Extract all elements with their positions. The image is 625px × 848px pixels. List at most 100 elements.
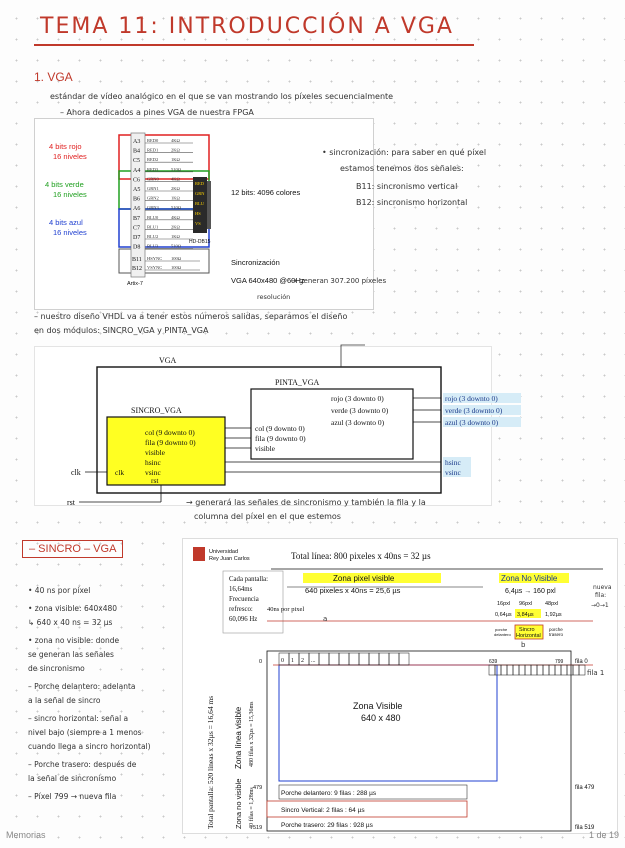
sincro-note-item: • zona visible: 640x480 (28, 604, 118, 613)
sync-group-box (118, 248, 210, 274)
red-group-box (118, 134, 210, 180)
sync-line: VGA 640x480 @60Hz (231, 276, 305, 285)
sincro-note-item: • zona no visible: donde (28, 636, 120, 645)
resistor-12: 510Ω (171, 244, 182, 249)
cada-pantalla-line-3: Frecuencia (229, 596, 259, 603)
sync-title: Sincronización (231, 258, 280, 267)
sincro-note-item: cuando llega a sincro horizontal) (28, 742, 151, 751)
cada-pantalla-line-5: 60,096 Hz (229, 616, 257, 623)
sincro-vga-label: SINCRO_VGA (131, 406, 182, 415)
sincro-output-3: visible (145, 448, 166, 457)
zona-pixel-calc: 640 pixeles x 40ns = 25,6 µs (305, 586, 401, 595)
resistor-8: 510Ω (171, 205, 182, 210)
pixel-cell (398, 652, 410, 666)
cada-pantalla-line-4: refresco: (229, 606, 253, 613)
zona-pixel-visible-label: Zona pixel visible (333, 574, 395, 583)
resistor-9: 4KΩ (171, 215, 180, 220)
resistor-5: 4KΩ (171, 176, 180, 181)
pin-B11: B11 (132, 257, 142, 263)
pixel-cell (388, 652, 400, 666)
zona-no-visible-v-calc: 40 filas = 1,28ms (248, 787, 255, 829)
vga-timing-diagram: Universidad Rey Juan Carlos Total línea:… (193, 547, 612, 832)
hand-b: b (521, 641, 526, 649)
chip-label: Artix-7 (127, 281, 143, 287)
sincro-note-item: se generan las señales (28, 650, 114, 659)
footer-doc-name: Memorias (6, 830, 46, 840)
pixel-cell (328, 652, 340, 666)
nonvisible-cell (536, 664, 544, 676)
university-logo-icon (193, 547, 205, 561)
sync-note-line-3: B11: sincronismo vertical (356, 182, 458, 191)
nonvisible-cell (548, 664, 556, 676)
pin-A4: A4 (133, 168, 140, 174)
hand-nueva-fila-2: fila: (595, 592, 606, 599)
zona-linea-calc: 480 filas x 32µs = 15,36ms (248, 701, 255, 767)
output-highlight (443, 417, 521, 427)
porche-del-h-1: porche (495, 627, 508, 632)
sync-note-line-4: B12: sincronismo horizontal (356, 198, 468, 207)
red-bits-label-2: 16 niveles (53, 152, 87, 161)
vga-output-5: vsinc (445, 468, 462, 477)
vga-block-diagram: VGA PINTA_VGA SINCRO_VGA col (9 downto 0… (67, 344, 521, 507)
nonvisible-cell (500, 664, 508, 676)
pixel-cell (318, 652, 330, 666)
visible-zone-box (278, 664, 498, 782)
nonvisible-cell (524, 664, 532, 676)
connector-label: HD-DB15 (189, 239, 211, 245)
sincro-note-item: nivel bajo (siempre a 1 menos (28, 728, 142, 737)
pixel-cell (378, 652, 390, 666)
px96-label: 96pxl (519, 601, 532, 607)
pin-A5: A5 (133, 187, 140, 193)
signal-BLU1: BLU1 (147, 224, 158, 229)
sincro-note-item: • 40 ns por píxel (28, 586, 91, 595)
nonvisible-cell (578, 664, 586, 676)
zona-no-visible-v-label: Zona no visible (234, 779, 243, 829)
porche-tr-h-1: porche (549, 627, 563, 632)
px48-label: 48pxl (545, 601, 558, 607)
green-bits-label-1: 4 bits verde (45, 180, 84, 189)
footer-page-number: 1 de 19 (588, 830, 619, 840)
design-note-line-1: – nuestro diseño VHDL va a tener estos n… (34, 312, 348, 321)
signal-BLU0: BLU0 (147, 215, 159, 220)
vga-block-diagram-figure: VGA PINTA_VGA SINCRO_VGA col (9 downto 0… (34, 344, 521, 507)
row-0-label: 0 (259, 659, 262, 665)
fila-0-label: fila 0 (575, 659, 588, 665)
col-label-1: 1 (291, 658, 294, 664)
nonvisible-cell (542, 664, 550, 676)
vga-definition-line: estándar de vídeo analógico en el que se… (50, 92, 394, 101)
hand-nueva-fila-3: →0→1 (591, 602, 609, 609)
pinta-vga-box (250, 388, 414, 460)
signal-HSYNC: HSYNC (147, 256, 162, 261)
sincro-note-item: – Píxel 799 → nueva fila (28, 792, 117, 801)
zona-visible-label-2: 640 x 480 (361, 713, 401, 723)
output-highlight (443, 467, 471, 477)
vga-module-box (96, 366, 442, 494)
design-note-line-2: en dos módulos: SINCRO_VGA y PINTA_VGA (34, 326, 209, 335)
zona-linea-visible-label: Zona línea visible (234, 706, 243, 769)
resistor-sync-2: 100Ω (171, 265, 182, 270)
pixel-cell (358, 652, 370, 666)
col-label-3: ... (311, 658, 316, 664)
t16-label: 0,64µs (495, 612, 512, 618)
t48-label: 1,92µs (545, 612, 562, 618)
pixel-cell (338, 652, 350, 666)
uni-line-2: Rey Juan Carlos (209, 556, 250, 562)
uni-line-1: Universidad (209, 549, 238, 555)
nonvisible-cell (506, 664, 514, 676)
sincro-note-item: ↳ 640 x 40 ns = 32 µs (28, 618, 113, 627)
signal-GRN1: GRN1 (147, 186, 159, 191)
vga-output-1: rojo (3 downto 0) (445, 394, 498, 403)
screen-frame (266, 650, 572, 832)
section-vga-heading: 1. VGA (34, 70, 73, 84)
col-799-label: 799 (555, 659, 564, 665)
sincro-output-4: hsinc (145, 458, 162, 467)
after-diagram-line-2: columna del píxel en el que estemos (194, 512, 341, 521)
total-pantalla-label: Total pantalla: 520 líneas x 32µs = 16,6… (206, 696, 215, 829)
resistor-2: 2KΩ (171, 148, 180, 153)
sincro-note-item: – Porche trasero: después de (28, 760, 137, 769)
pin-B4: B4 (133, 149, 140, 155)
connector-pin-grn: GRN (195, 191, 205, 196)
signal-RED1: RED1 (147, 148, 158, 153)
rst-pin-label: rst (151, 476, 159, 485)
